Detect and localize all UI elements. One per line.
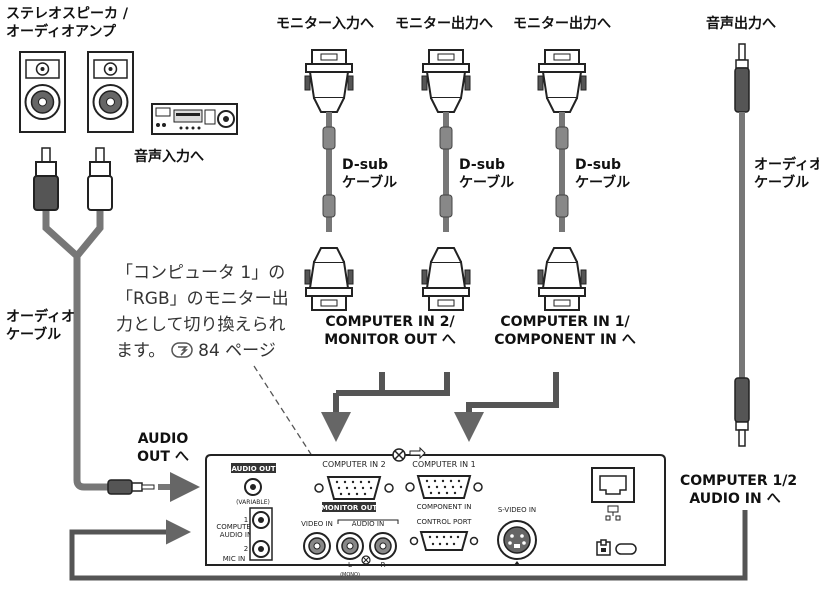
note-line1: 「コンピュータ 1」の	[116, 263, 286, 283]
audio-out-line2: OUT へ	[137, 449, 189, 465]
dsub-cable-label-2: D-sub ケーブル	[459, 156, 514, 192]
projector-panel: AUDIO OUT (VARIABLE) COMPUTER IN 2 MONIT…	[205, 446, 666, 578]
audio-cable-left-line1: オーディオ	[6, 309, 76, 325]
speaker-amp-label-line2: オーディオアンプ	[6, 24, 117, 40]
panel-monitor-out-label: MONITOR OUT	[321, 504, 378, 512]
computer-in1-line1: COMPUTER IN 1/	[500, 314, 630, 330]
panel-component-in-label: COMPONENT IN	[417, 503, 472, 511]
panel-control-port-label: CONTROL PORT	[417, 518, 472, 526]
dsub-label-1-line1: D-sub	[342, 157, 389, 173]
note-line4: ます。 84 ページ	[116, 338, 289, 364]
panel-variable-label: (VARIABLE)	[236, 499, 270, 506]
monitor-out-note: 「コンピュータ 1」の 「RGB」のモニター出 力として切り換えられ ます。 8…	[116, 260, 289, 364]
note-line4-text: ます。	[116, 341, 166, 361]
monitor-in-label: モニター入力へ	[276, 16, 374, 32]
page-reference-icon	[170, 342, 193, 358]
panel-computer-audio-label-2: AUDIO IN	[220, 531, 252, 539]
dsub-label-3-line2: ケーブル	[575, 175, 631, 191]
dsub-label-2-line2: ケーブル	[459, 175, 515, 191]
audio-output-label: 音声出力へ	[706, 16, 776, 32]
kensington-lock-icon	[596, 539, 611, 556]
panel-s-video-in-label: S-VIDEO IN	[498, 506, 536, 514]
panel-computer-audio-label-1: COMPUTER	[216, 523, 255, 531]
audio-cable-right-line1: オーディオ	[754, 157, 819, 173]
computer-in1-line2: COMPONENT IN へ	[494, 332, 636, 348]
panel-num-2: 2	[244, 545, 248, 553]
audio-mini-cable	[734, 43, 750, 447]
audio-out-label: AUDIO OUT へ	[128, 430, 198, 466]
dsub-cable-label-1: D-sub ケーブル	[342, 156, 397, 192]
panel-audio-out-label: AUDIO OUT	[231, 465, 275, 473]
speaker-amp-label-line1: ステレオスピーカ /	[6, 6, 128, 22]
audio-cable-label-left: オーディオ ケーブル	[6, 308, 75, 344]
audio-cable-label-right: オーディオ ケーブル	[754, 156, 819, 192]
note-pointer	[253, 365, 317, 464]
computer-audio-in-line2: AUDIO IN へ	[689, 491, 781, 507]
computer-in2-line2: MONITOR OUT へ	[324, 332, 456, 348]
computer-in2-monitor-out-label: COMPUTER IN 2/ MONITOR OUT へ	[316, 313, 464, 349]
dsub-label-1-line2: ケーブル	[342, 175, 398, 191]
audio-amplifier-icon	[151, 103, 238, 135]
dsub-cable-2	[421, 49, 471, 311]
monitor-out-label-1: モニター出力へ	[395, 16, 493, 32]
computer-audio-in-line1: COMPUTER 1/2	[680, 473, 798, 489]
dsub-cable-1	[304, 49, 354, 311]
audio-out-line1: AUDIO	[137, 431, 189, 447]
speaker-left-icon	[19, 51, 66, 133]
dsub-label-3-line1: D-sub	[575, 157, 622, 173]
speaker-right-icon	[87, 51, 134, 133]
panel-l-label: L	[348, 561, 352, 569]
audio-input-label: 音声入力へ	[134, 149, 204, 165]
dsub-label-2-line1: D-sub	[459, 157, 506, 173]
rca-audio-cable	[33, 147, 155, 495]
computer-in1-component-in-label: COMPUTER IN 1/ COMPONENT IN へ	[490, 313, 640, 349]
panel-r-label: R	[381, 561, 386, 569]
monitor-out-label-2: モニター出力へ	[513, 16, 611, 32]
routing-arrows	[69, 372, 748, 581]
panel-computer-in2-label: COMPUTER IN 2	[322, 460, 385, 469]
panel-computer-in1-label: COMPUTER IN 1	[412, 460, 475, 469]
panel-mono-label: (MONO)	[340, 572, 360, 578]
speaker-amp-label: ステレオスピーカ / オーディオアンプ	[6, 5, 128, 41]
audio-cable-right-line2: ケーブル	[754, 175, 810, 191]
audio-cable-left-line2: ケーブル	[6, 327, 62, 343]
dsub-cable-3	[537, 49, 587, 311]
panel-video-in-label: VIDEO IN	[301, 520, 333, 528]
note-page-reference[interactable]: 84 ページ	[198, 341, 276, 361]
computer-audio-in-label: COMPUTER 1/2 AUDIO IN へ	[680, 472, 798, 508]
panel-audio-in-label: AUDIO IN	[352, 520, 384, 528]
panel-mic-in-label: MIC IN	[223, 555, 246, 563]
panel-num-1: 1	[244, 516, 248, 524]
note-line2: 「RGB」のモニター出	[116, 289, 289, 309]
note-line3: 力として切り換えられ	[116, 315, 286, 335]
dsub-cable-label-3: D-sub ケーブル	[575, 156, 630, 192]
computer-in2-line1: COMPUTER IN 2/	[325, 314, 455, 330]
